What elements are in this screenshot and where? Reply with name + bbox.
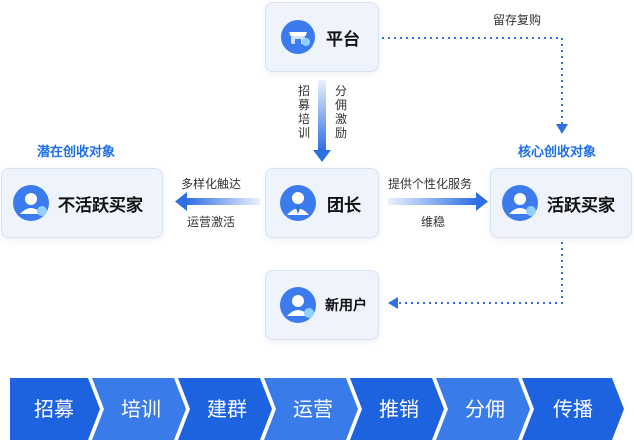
step-label: 分佣 (465, 397, 505, 421)
user-icon (13, 185, 49, 221)
step-label: 传播 (553, 397, 593, 421)
step-chevron (522, 378, 624, 440)
stable-label: 维稳 (421, 215, 446, 229)
share-char: 佣 (334, 98, 347, 112)
retention-connector (382, 37, 568, 134)
active-buyer-label: 活跃买家 (547, 195, 615, 216)
share-motivate-label: 分 佣 激 励 (334, 84, 348, 140)
share-char: 励 (334, 126, 347, 140)
recruit-train-label: 招 募 培 训 (297, 84, 311, 140)
new-user-node: 新用户 (265, 270, 379, 340)
reach-label: 多样化触达 (181, 177, 242, 191)
new-user-label: 新用户 (325, 298, 367, 314)
recruit-char: 招 (297, 84, 310, 98)
leader-label: 团长 (327, 195, 361, 216)
step-label: 运营 (293, 397, 333, 421)
ops-label: 运营激活 (187, 215, 236, 229)
inactive-buyer-node: 不活跃买家 (1, 168, 163, 238)
step-label: 培训 (121, 397, 161, 421)
potential-section-title: 潜在创收对象 (37, 145, 116, 160)
reach-arrow (175, 192, 260, 211)
step-chevron (264, 378, 358, 440)
process-strip (10, 378, 624, 440)
recruit-char: 募 (297, 98, 310, 112)
leader-person-icon (280, 185, 316, 221)
leader-node: 团长 (265, 168, 379, 238)
newuser-connector (388, 242, 563, 309)
step-label: 推销 (379, 397, 419, 421)
retention-label: 留存复购 (493, 13, 542, 27)
inactive-buyer-label: 不活跃买家 (58, 195, 143, 216)
core-section-title: 核心创收对象 (518, 145, 597, 160)
share-char: 分 (334, 84, 347, 98)
active-buyer-node: 活跃买家 (490, 168, 632, 238)
step-label: 招募 (34, 397, 74, 421)
user-icon (502, 185, 538, 221)
step-chevron (10, 378, 100, 440)
platform-node: 平台 (265, 2, 379, 72)
user-icon (280, 287, 316, 323)
platform-label: 平台 (326, 29, 360, 50)
recruit-char: 培 (297, 112, 310, 126)
step-chevron (178, 378, 272, 440)
step-chevron (92, 378, 186, 440)
recruit-arrow (313, 80, 331, 162)
recruit-char: 训 (297, 126, 310, 140)
step-chevron (436, 378, 530, 440)
step-chevron (350, 378, 444, 440)
service-label: 提供个性化服务 (388, 177, 473, 191)
service-arrow (388, 192, 488, 211)
step-label: 建群 (207, 397, 247, 421)
share-char: 激 (334, 112, 347, 126)
shop-icon (281, 20, 315, 54)
